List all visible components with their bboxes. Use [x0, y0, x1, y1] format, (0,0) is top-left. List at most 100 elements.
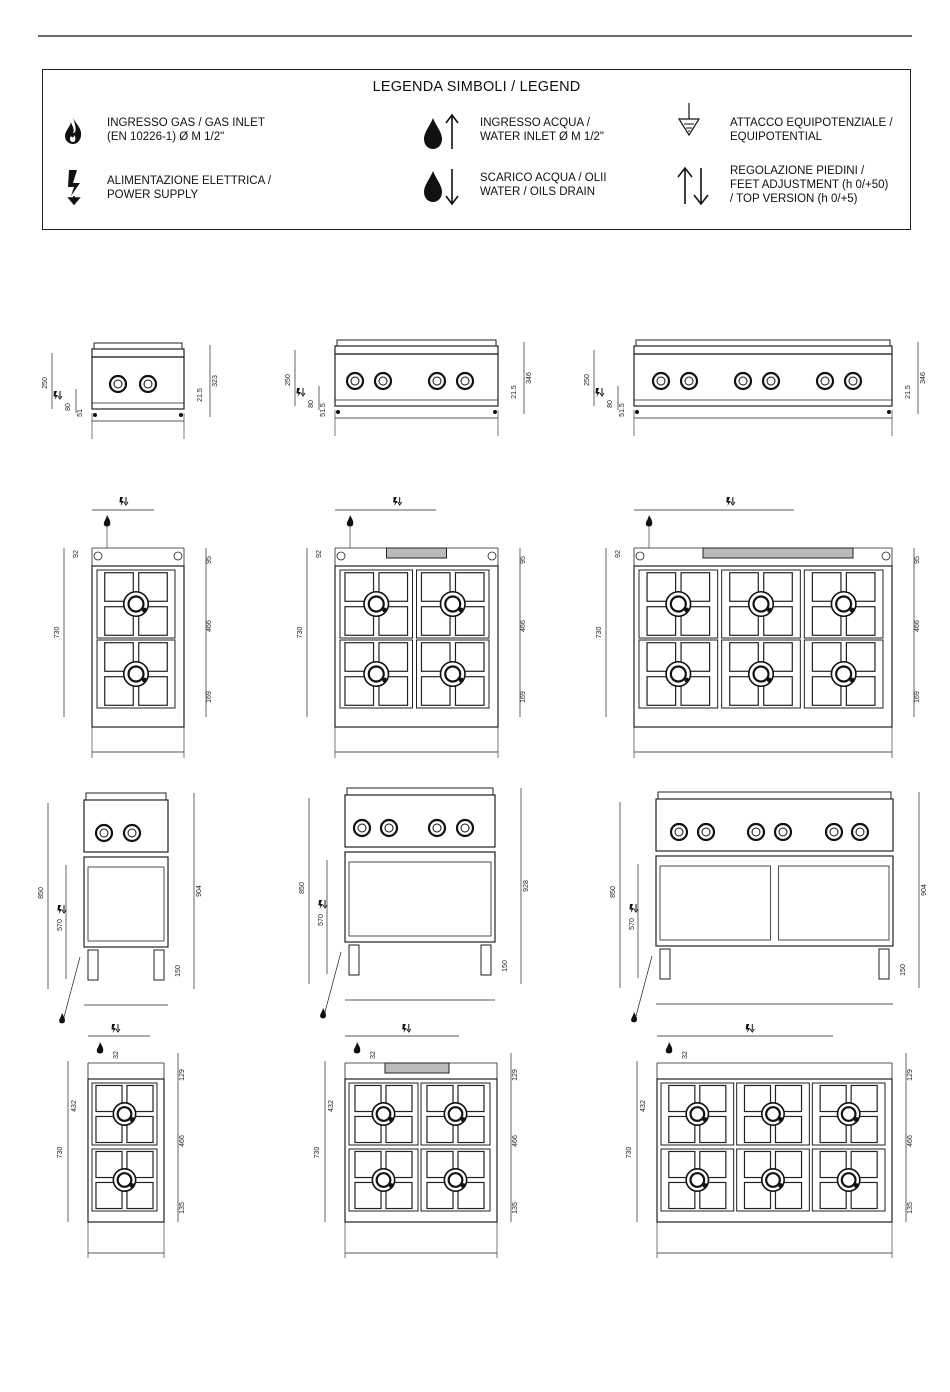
gas-flame-icon: [103, 515, 111, 527]
height-label: 570: [629, 918, 636, 930]
cabinet-body: [344, 851, 496, 943]
grate-quadrant: [454, 606, 485, 636]
grate-quadrant: [668, 1115, 696, 1144]
burner-grate: [420, 1148, 491, 1212]
control-panel: [344, 794, 496, 848]
grate-quadrant: [819, 1150, 847, 1179]
pilot-flame: [460, 1117, 466, 1123]
height-label: 21.5: [511, 385, 518, 399]
grate-quadrant: [385, 1115, 413, 1144]
top-plate: [91, 348, 185, 358]
gas-flame-icon: [645, 515, 653, 527]
burner-grate: [721, 639, 801, 709]
control-knob: [843, 371, 863, 391]
knob-inner: [778, 827, 788, 837]
pilot-flame: [458, 607, 464, 613]
burner-cap: [840, 1172, 857, 1188]
grate-quadrant: [457, 1084, 485, 1113]
power-arrow-icon: [123, 497, 129, 506]
knob-inner: [820, 376, 830, 386]
burner-cap: [669, 595, 687, 613]
height-label: 570: [318, 914, 325, 926]
fixing-hole: [881, 551, 891, 561]
leg: [348, 944, 360, 976]
height-label: 850: [299, 882, 306, 894]
burner-grate: [638, 639, 719, 709]
knob-inner: [432, 823, 442, 833]
height-label: 51.5: [619, 403, 626, 417]
control-knob: [379, 818, 399, 838]
margin-label: 466: [907, 1135, 914, 1147]
grate-quadrant: [344, 676, 375, 706]
foot: [336, 410, 340, 414]
water-drop-up-icon: [424, 113, 459, 149]
grate-frame: [348, 1082, 419, 1146]
grate-quadrant: [420, 676, 451, 706]
power-arrow-icon: [730, 497, 736, 506]
grate-quadrant: [845, 606, 876, 636]
lightning-icon: [119, 497, 124, 506]
height-label: 850: [38, 887, 45, 899]
grate-quadrant: [850, 1181, 878, 1210]
grate-quadrant: [378, 572, 409, 602]
legend-power-supply: ALIMENTAZIONE ELETTRICA / POWER SUPPLY: [107, 175, 272, 201]
burner-cap: [116, 1106, 133, 1122]
foot: [887, 410, 891, 414]
hob-outline: [91, 565, 185, 728]
leg: [480, 944, 492, 976]
legend-water-inlet: INGRESSO ACQUA / WATER INLET Ø M 1/2": [480, 117, 605, 143]
margin-label: 135: [907, 1202, 914, 1214]
grate-frame: [736, 1148, 810, 1212]
grate-frame: [96, 639, 176, 709]
top-plate: [334, 345, 499, 355]
margin-label: 95: [914, 556, 921, 564]
depth-label: 730: [57, 1147, 64, 1159]
margin-label: 135: [179, 1202, 186, 1214]
pilot-flame: [458, 677, 464, 683]
knob-inner: [738, 376, 748, 386]
grate-quadrant: [680, 572, 711, 602]
feet-arrows-icon: [677, 166, 709, 206]
control-knob: [108, 374, 128, 394]
depth-label: 730: [626, 1147, 633, 1159]
pilot-flame: [702, 1117, 708, 1123]
grate-quadrant: [126, 1150, 154, 1179]
burner-cap: [116, 1172, 133, 1188]
height-label: 250: [42, 377, 49, 389]
inlet-label: 432: [640, 1100, 647, 1112]
margin-label: 95: [206, 556, 213, 564]
power-arrow-icon: [115, 1024, 121, 1033]
foot: [179, 413, 183, 417]
power-arrow-icon: [322, 900, 328, 909]
margin-label: 466: [206, 620, 213, 632]
grate-profile: [346, 787, 494, 796]
pilot-flame: [142, 607, 147, 613]
fixing-hole: [336, 551, 346, 561]
burner-grate: [721, 569, 801, 639]
burner-cap: [375, 1172, 392, 1188]
depth-label: 730: [297, 627, 304, 639]
pilot-flame: [849, 677, 855, 683]
control-knob: [455, 818, 475, 838]
fixing-hole: [487, 551, 497, 561]
knob-inner: [766, 376, 776, 386]
margin-label: 466: [520, 620, 527, 632]
burner-grate: [91, 1082, 158, 1146]
grate-quadrant: [646, 606, 677, 636]
grate-quadrant: [699, 1084, 727, 1113]
grate-quadrant: [819, 1181, 847, 1210]
leg: [659, 948, 671, 980]
burner-cap: [447, 1106, 464, 1122]
height-label: 51: [77, 409, 84, 417]
rear-label: 92: [316, 550, 323, 558]
grate-quadrant: [95, 1084, 123, 1113]
knob-inner: [684, 376, 694, 386]
grate-quadrant: [354, 1150, 382, 1179]
pilot-flame: [767, 607, 772, 613]
pilot-flame: [853, 1183, 859, 1189]
grate-quadrant: [95, 1115, 123, 1144]
grate-quadrant: [668, 1150, 696, 1179]
